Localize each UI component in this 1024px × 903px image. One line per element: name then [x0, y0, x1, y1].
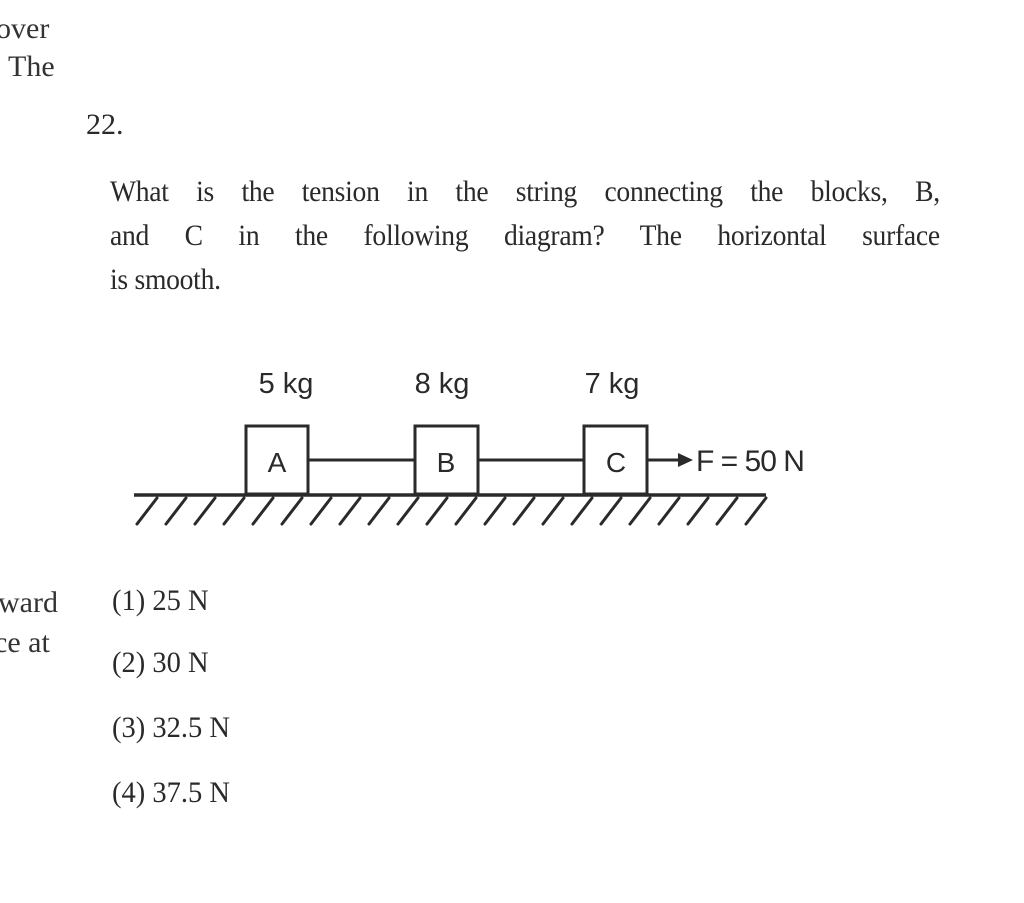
block-label-c: C: [606, 447, 626, 478]
option-number: (4): [112, 776, 146, 809]
mass-label-a: 5 kg: [259, 368, 314, 400]
answer-option-2[interactable]: (2) 30 N: [112, 648, 209, 678]
margin-fragment-ce-at: ce at: [0, 626, 50, 659]
force-arrow-icon: [647, 453, 693, 467]
option-number: (2): [112, 646, 146, 679]
question-text-line: and C in the following diagram? The hori…: [110, 219, 940, 252]
question-number: 22.: [86, 108, 124, 141]
block-c: C: [582, 424, 649, 496]
margin-fragment-the: The: [8, 50, 55, 83]
mass-label-b: 8 kg: [415, 368, 470, 400]
ground-hatching: [135, 496, 768, 526]
force-label: F = 50 N: [696, 445, 804, 478]
answer-option-3[interactable]: (3) 32.5 N: [112, 713, 230, 743]
option-text: 30 N: [152, 646, 209, 679]
answer-option-1[interactable]: (1) 25 N: [112, 586, 209, 616]
block-a: A: [244, 424, 310, 496]
mass-label-c: 7 kg: [585, 368, 640, 400]
question-text-line: is smooth.: [110, 263, 221, 296]
question-text-line: What is the tension in the string connec…: [110, 175, 940, 208]
answer-option-4[interactable]: (4) 37.5 N: [112, 778, 230, 808]
option-text: 37.5 N: [152, 776, 230, 809]
option-number: (1): [112, 584, 146, 617]
margin-fragment-over: over: [0, 12, 50, 45]
option-number: (3): [112, 711, 146, 744]
block-label-b: B: [437, 447, 456, 478]
question-text: What is the tension in the string connec…: [110, 170, 940, 302]
option-text: 25 N: [152, 584, 209, 617]
block-label-a: A: [268, 447, 287, 478]
option-text: 32.5 N: [152, 711, 230, 744]
block-b: B: [413, 424, 480, 496]
margin-fragment-ward: ward: [0, 586, 58, 619]
